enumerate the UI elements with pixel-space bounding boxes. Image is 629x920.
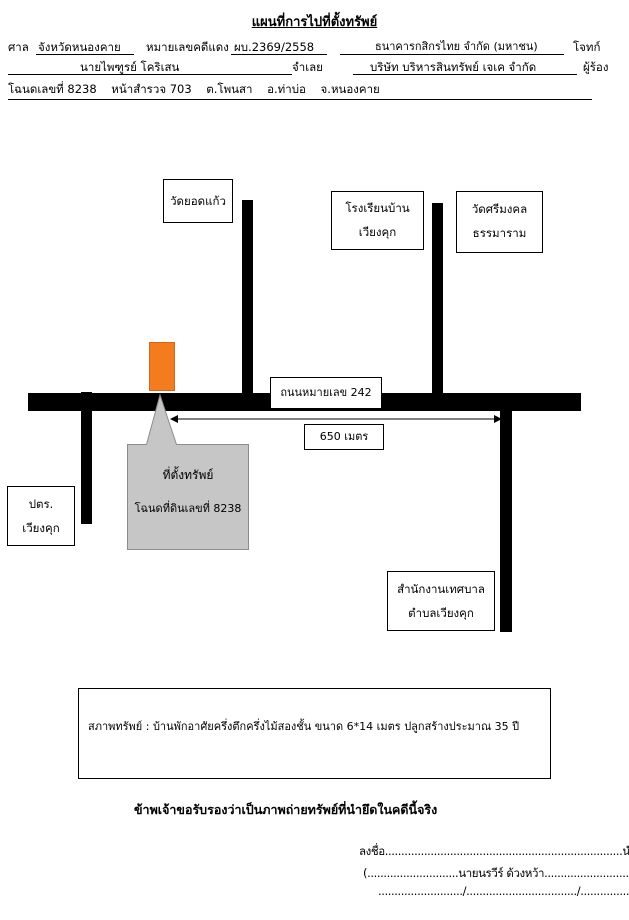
petitioner-underline [353, 74, 577, 75]
court-label: ศาล [8, 40, 29, 54]
landmark-post-office-line1: ปตร. [28, 497, 54, 511]
plaintiff-role: โจทก์ [573, 40, 601, 54]
landmark-municipal-office-line2: ตำบลเวียงคุก [408, 606, 474, 620]
landmark-temple-yod-kaew: วัดยอดแก้ว [163, 179, 233, 223]
road-post-office [81, 392, 92, 524]
landmark-temple-yod-kaew-label: วัดยอดแก้ว [170, 194, 226, 208]
distance-label-text: 650 เมตร [319, 430, 369, 443]
condition-box: สภาพทรัพย์ : บ้านพักอาศัยครึ่งตึกครึ่งไม… [78, 688, 551, 779]
road-school [432, 203, 443, 400]
condition-text: สภาพทรัพย์ : บ้านพักอาศัยครึ่งตึกครึ่งไม… [88, 720, 520, 733]
deed-underline [8, 99, 592, 100]
petitioner-role: ผู้ร้อง [583, 60, 609, 74]
court-value: จังหวัดหนองคาย [38, 40, 121, 54]
distance-arrow [170, 415, 502, 423]
road-label-text: ถนนหมายเลข 242 [280, 386, 372, 399]
deed-line: โฉนดเลขที่ 8238 หน้าสำรวจ 703 ต.โพนสา อ.… [8, 82, 380, 96]
plaintiff-underline [340, 54, 564, 55]
page-title: แผนที่การไปที่ตั้งทรัพย์ [251, 15, 378, 30]
landmark-school-line1: โรงเรียนบ้าน [345, 201, 410, 215]
petitioner-name: บริษัท บริหารสินทรัพย์ เจเค จำกัด [370, 60, 537, 74]
property-marker [149, 342, 175, 391]
property-callout-title: ที่ตั้งทรัพย์ [162, 468, 214, 482]
defendant-role: จำเลย [292, 60, 323, 74]
road-temple-yod-kaew [242, 200, 253, 400]
road-municipal [500, 403, 512, 632]
case-value: ผบ.2369/2558 [234, 40, 315, 54]
signature-date: ........................../.............… [378, 884, 629, 898]
case-label: หมายเลขคดีแดง [146, 40, 229, 54]
court-underline [36, 54, 134, 55]
landmark-school-line2: เวียงคุก [358, 225, 397, 239]
landmark-post-office-line2: เวียงคุก [22, 521, 60, 535]
signature-name: (............................นายนรวีร์ ด… [363, 866, 629, 880]
landmark-school: โรงเรียนบ้าน เวียงคุก [331, 191, 424, 250]
landmark-municipal-office: สำนักงานเทศบาล ตำบลเวียงคุก [387, 571, 495, 631]
landmark-temple-sri-mongkol-line2: ธรรมาราม [472, 226, 527, 240]
property-callout-deed: โฉนดที่ดินเลขที่ 8238 [134, 502, 242, 515]
property-callout-shape [127, 394, 249, 550]
case-underline [231, 54, 327, 55]
plaintiff-name: ธนาคารกสิกรไทย จำกัด (มหาชน) [375, 40, 538, 53]
defendant-underline [8, 74, 292, 75]
certification-text: ข้าพเจ้าขอรับรองว่าเป็นภาพถ่ายทรัพย์ที่น… [134, 802, 438, 817]
landmark-municipal-office-line1: สำนักงานเทศบาล [397, 582, 485, 596]
landmark-temple-sri-mongkol: วัดศรีมงคล ธรรมาราม [456, 191, 543, 253]
road-label: ถนนหมายเลข 242 [270, 377, 382, 409]
signature-line: ลงชื่อ..................................… [359, 844, 629, 858]
defendant-name: นายไพฑูรย์ โคริเสน [80, 60, 180, 74]
landmark-post-office: ปตร. เวียงคุก [7, 486, 75, 546]
distance-label: 650 เมตร [304, 424, 384, 450]
landmark-temple-sri-mongkol-line1: วัดศรีมงคล [471, 202, 528, 216]
